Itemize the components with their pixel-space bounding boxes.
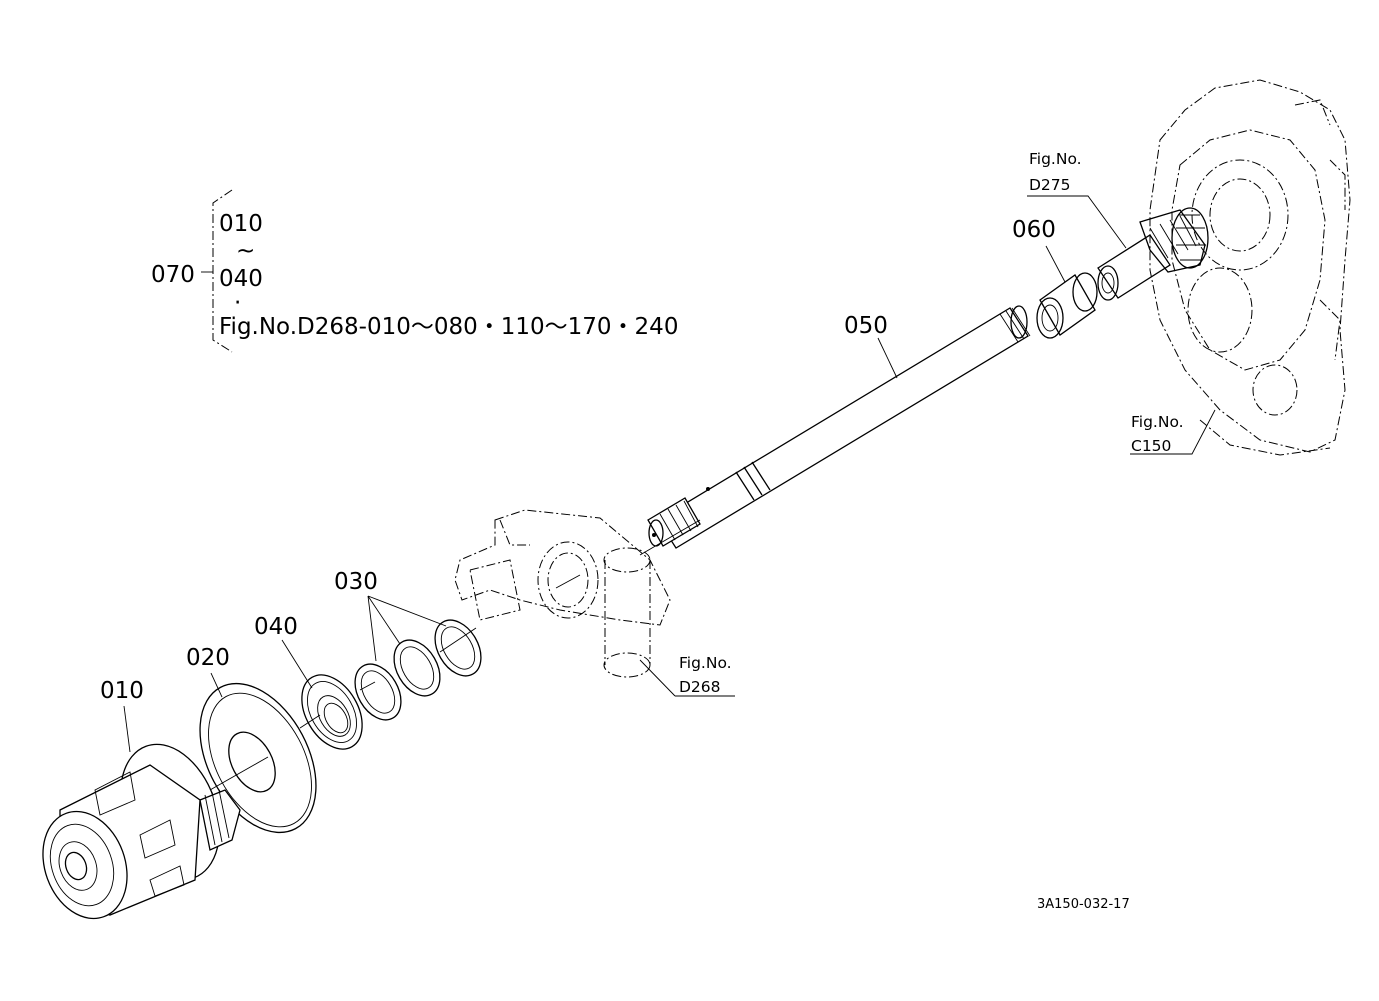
label-020: 020: [186, 645, 230, 671]
fig-d268-line1: Fig.No.: [679, 654, 732, 672]
axis-line: [209, 519, 701, 791]
transmission-case-phantom: [1149, 79, 1351, 456]
group-070-tilde: ~: [236, 238, 255, 264]
fig-c150-line2: C150: [1131, 437, 1171, 455]
housing-d268-phantom: [454, 509, 671, 678]
fig-d275-line2: D275: [1029, 176, 1071, 194]
group-070-start: 010: [219, 211, 263, 237]
drawing-code: 3A150-032-17: [1037, 897, 1130, 912]
label-060: 060: [1012, 217, 1056, 243]
fig-d275-line1: Fig.No.: [1029, 150, 1082, 168]
group-070-end: 040: [219, 266, 263, 292]
clutch-assembly-010: [42, 743, 241, 920]
label-010: 010: [100, 678, 144, 704]
rings-030: [354, 619, 482, 721]
group-bracket-070: [201, 189, 233, 353]
label-030: 030: [334, 569, 378, 595]
shaft-050: [647, 305, 1031, 549]
d275-gear: [1097, 207, 1209, 301]
fig-d268-line2: D268: [679, 678, 721, 696]
bearing-060: [1036, 272, 1098, 339]
label-050: 050: [844, 313, 888, 339]
label-070: 070: [151, 262, 195, 288]
fig-c150-line1: Fig.No.: [1131, 413, 1184, 431]
leader-lines: [123, 195, 1216, 753]
bearing-040: [301, 674, 363, 750]
group-070-ref: Fig.No.D268-010〜080・110〜170・240: [219, 314, 678, 340]
label-040: 040: [254, 614, 298, 640]
group-070-dot: ·: [234, 290, 241, 316]
